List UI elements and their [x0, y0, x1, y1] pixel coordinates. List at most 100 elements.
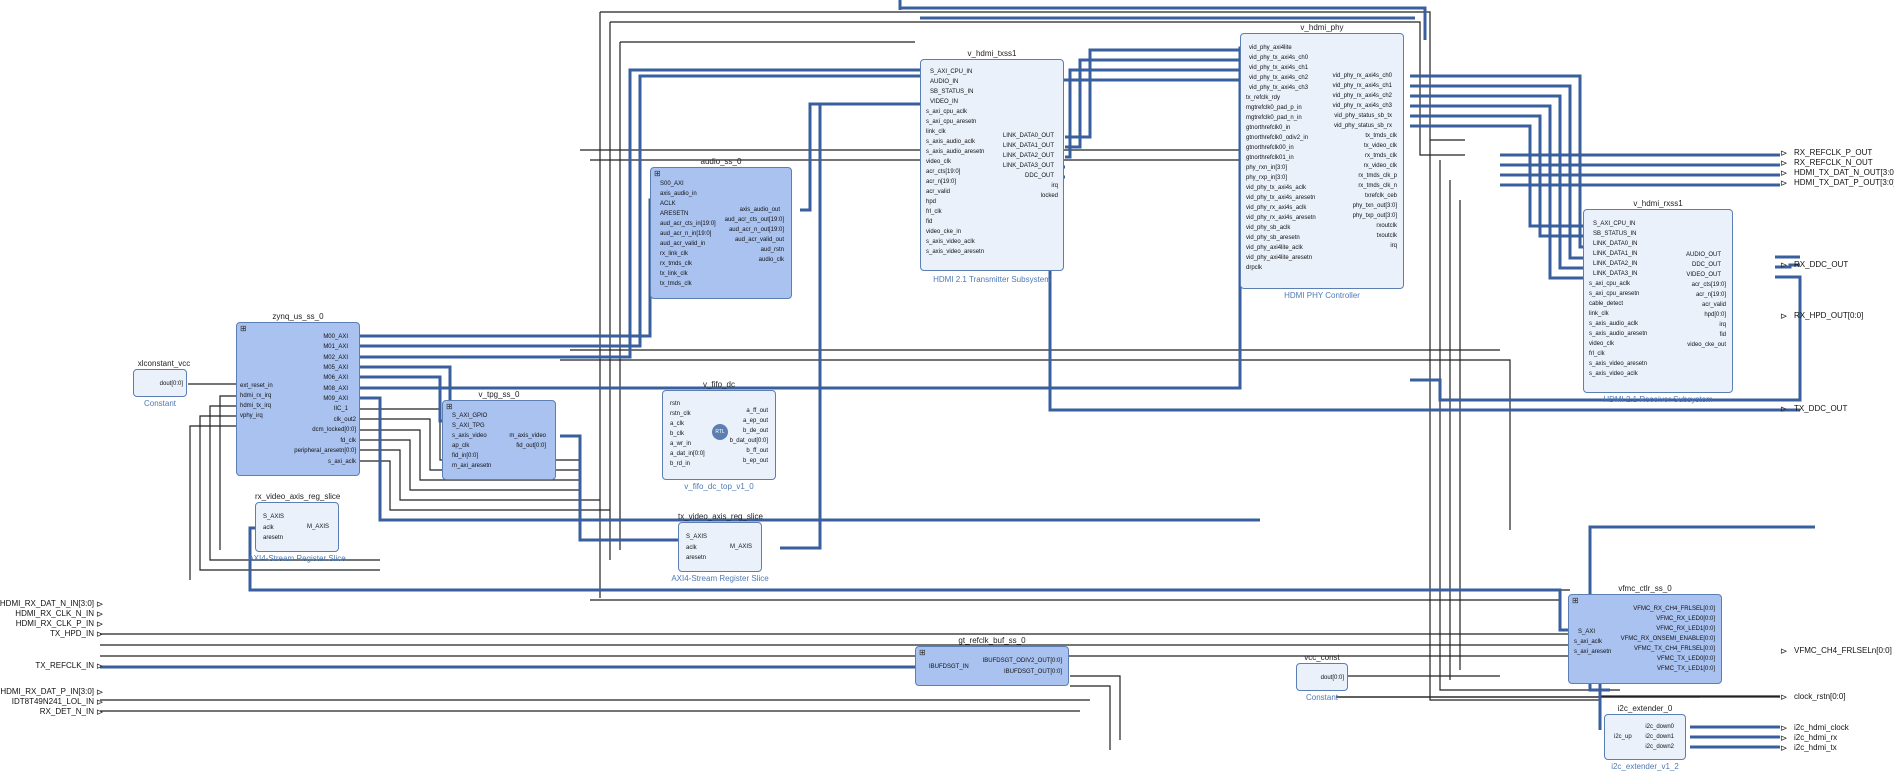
pin-r-0[interactable]: a_ff_out [746, 408, 768, 414]
pin-r-3[interactable]: VFMC_RX_ONSEMI_ENABLE[0:0] [1620, 636, 1715, 642]
pin-r-8[interactable]: fid [1719, 332, 1726, 338]
pin-l-12[interactable]: video_clk [1589, 341, 1615, 347]
pin-r-6[interactable]: hpd[0:0] [1704, 312, 1726, 318]
pin-l-4[interactable]: fid_in[0:0] [452, 453, 479, 459]
input-port[interactable]: TX_HPD_IN [49, 629, 94, 638]
pin-r-1[interactable]: fid_out[0:0] [516, 443, 546, 449]
pin-l-1[interactable]: SB_STATUS_IN [1593, 231, 1637, 237]
pin-r-3[interactable]: M05_AXI [323, 365, 348, 371]
pin-dout[interactable]: dout[0:0] [159, 381, 183, 387]
pin-l-1[interactable]: S_AXI_TPG [452, 423, 485, 429]
pin-r-0[interactable]: axis_audio_out [739, 207, 780, 213]
pin-r-1[interactable]: LINK_DATA1_OUT [1002, 143, 1054, 149]
pin-l-8[interactable]: gtnorthrefclk0_in [1246, 125, 1291, 131]
pin-r-2[interactable]: b_de_out [742, 428, 768, 434]
pin-l-8[interactable]: s_axis_audio_aresetn [926, 149, 985, 155]
pin-l-3[interactable]: vphy_irq [240, 413, 263, 419]
output-port[interactable]: HDMI_TX_DAT_N_OUT[3:0] [1794, 168, 1894, 177]
pin-l-5[interactable]: aud_acr_n_in[19:0] [660, 231, 712, 237]
expand-icon[interactable]: ⊞ [654, 169, 661, 178]
pin-r-0[interactable]: m_axis_video [509, 433, 546, 439]
pin-l-2[interactable]: aresetn [263, 535, 284, 541]
input-port[interactable]: IDT8T49N241_LOL_IN [11, 697, 94, 706]
pin-r-17[interactable]: irq [1390, 243, 1397, 249]
input-port[interactable]: RX_DET_N_IN [39, 707, 94, 716]
pin-l-3[interactable]: b_clk [670, 431, 685, 437]
pin-r-6[interactable]: tx_tmds_clk [1365, 133, 1397, 139]
pin-l-7[interactable]: s_axi_cpu_aresetn [1589, 291, 1640, 297]
pin-r-4[interactable]: b_ff_out [746, 448, 768, 454]
pin-r-0[interactable]: M_AXIS [729, 544, 752, 550]
expand-icon[interactable]: ⊞ [919, 648, 926, 657]
pin-r-0[interactable]: LINK_DATA0_OUT [1002, 133, 1054, 139]
pin-r-12[interactable]: txrefclk_ceb [1364, 193, 1397, 199]
pin-l-1[interactable]: AUDIO_IN [930, 79, 959, 85]
pin-r-14[interactable]: phy_txp_out[3:0] [1352, 213, 1397, 219]
pin-r-0[interactable]: vid_phy_rx_axi4s_ch0 [1332, 73, 1392, 79]
pin-l-18[interactable]: s_axis_video_aresetn [926, 249, 985, 255]
pin-l-20[interactable]: vid_phy_axi4lite_aclk [1246, 245, 1303, 251]
output-port[interactable]: RX_REFCLK_N_OUT [1794, 158, 1873, 167]
txslice-block[interactable]: S_AXIS aclk aresetn M_AXIS [678, 522, 762, 572]
pin-l-6[interactable]: aud_acr_valid_in [660, 241, 706, 247]
pin-l-5[interactable]: m_axi_aresetn [452, 463, 492, 469]
output-port[interactable]: TX_DDC_OUT [1794, 404, 1848, 413]
pin-l-0[interactable]: S_AXIS [686, 534, 708, 540]
pin-r-4[interactable]: vid_phy_status_sb_tx [1334, 113, 1392, 119]
pin-l-6[interactable]: link_clk [926, 129, 946, 135]
pin-r-10[interactable]: fd_clk [340, 438, 356, 444]
pin-r-2[interactable]: VFMC_RX_LED1[0:0] [1656, 626, 1715, 632]
pin-l-1[interactable]: aclk [263, 525, 274, 531]
pin-l-16[interactable]: video_cke_in [926, 229, 962, 235]
pin-r-0[interactable]: IBUFDSGT_ODIV2_OUT[0:0] [982, 658, 1062, 664]
pin-r-5[interactable]: audio_clk [758, 257, 784, 263]
i2c-block[interactable]: i2c_up i2c_down0 i2c_down1 i2c_down2 [1604, 714, 1686, 760]
pin-l-7[interactable]: rx_link_clk [660, 251, 689, 257]
pin-l-15[interactable]: vid_phy_tx_axi4s_aresetn [1246, 195, 1316, 201]
pin-r-6[interactable]: M09_AXI [323, 396, 348, 402]
pin-l-3[interactable]: LINK_DATA1_IN [1593, 251, 1638, 257]
expand-icon[interactable]: ⊞ [1572, 596, 1579, 605]
rxslice-block[interactable]: S_AXIS aclk aresetn M_AXIS [255, 502, 339, 552]
input-port[interactable]: HDMI_RX_DAT_P_IN[3:0] [0, 687, 94, 696]
pin-l-15[interactable]: fid [926, 219, 933, 225]
input-port[interactable]: HDMI_RX_CLK_P_IN [15, 619, 94, 628]
pin-r-4[interactable]: acr_n[19:0] [1695, 292, 1726, 298]
pin-l-1[interactable]: s_axi_aclk [1574, 639, 1603, 645]
pin-r-9[interactable]: video_cke_out [1687, 342, 1726, 348]
pin-l-5[interactable]: s_axi_cpu_aresetn [926, 119, 977, 125]
pin-r-1[interactable]: vid_phy_rx_axi4s_ch1 [1332, 83, 1392, 89]
pin-l-0[interactable]: S_AXIS [263, 514, 285, 520]
pin-l-6[interactable]: s_axi_cpu_aclk [1589, 281, 1631, 287]
pin-r-5[interactable]: M08_AXI [323, 386, 348, 392]
pin-r-9[interactable]: dcm_locked[0:0] [312, 427, 356, 433]
pin-r-2[interactable]: LINK_DATA2_OUT [1002, 153, 1054, 159]
pin-l-2[interactable]: ACLK [660, 201, 676, 207]
input-port[interactable]: TX_REFCLK_IN [35, 661, 94, 670]
pin-l-6[interactable]: b_rd_in [670, 461, 691, 467]
pin-l-18[interactable]: vid_phy_sb_aclk [1246, 225, 1291, 231]
pin-l-4[interactable]: s_axi_cpu_aclk [926, 109, 968, 115]
pin-l-1[interactable]: rstn_clk [670, 411, 691, 417]
rxss-block[interactable]: S_AXI_CPU_IN SB_STATUS_IN LINK_DATA0_IN … [1583, 209, 1733, 393]
pin-l-2[interactable]: vid_phy_tx_axi4s_ch1 [1249, 65, 1309, 71]
pin-l-14[interactable]: s_axis_video_aresetn [1589, 361, 1648, 367]
pin-l-4[interactable]: a_wr_in [670, 441, 692, 447]
pin-dout[interactable]: dout[0:0] [1320, 675, 1344, 681]
pin-l-4[interactable]: vid_phy_tx_axi4s_ch3 [1249, 85, 1309, 91]
pin-l-0[interactable]: ext_reset_in [240, 383, 273, 389]
pin-l-8[interactable]: rx_tmds_clk [660, 261, 693, 267]
pin-l-7[interactable]: mgtrefclk0_pad_n_in [1246, 115, 1302, 121]
pin-r-5[interactable]: b_ep_out [742, 458, 768, 464]
pin-l-1[interactable]: aclk [686, 545, 697, 551]
pin-r-4[interactable]: aud_rstn [760, 247, 784, 253]
pin-l-9[interactable]: link_clk [1589, 311, 1609, 317]
pin-l-3[interactable]: ap_clk [452, 443, 470, 449]
input-port[interactable]: HDMI_RX_DAT_N_IN[3:0] [0, 599, 94, 608]
pin-l-6[interactable]: mgtrefclk0_pad_p_in [1246, 105, 1302, 111]
pin-l-9[interactable]: gtnorthrefclk0_odiv2_in [1246, 135, 1309, 141]
pin-l-14[interactable]: vid_phy_tx_axi4s_aclk [1246, 185, 1307, 191]
pin-l-1[interactable]: vid_phy_tx_axi4s_ch0 [1249, 55, 1309, 61]
fifo-block[interactable]: rstn rstn_clk a_clk b_clk a_wr_in a_dat_… [662, 390, 776, 480]
